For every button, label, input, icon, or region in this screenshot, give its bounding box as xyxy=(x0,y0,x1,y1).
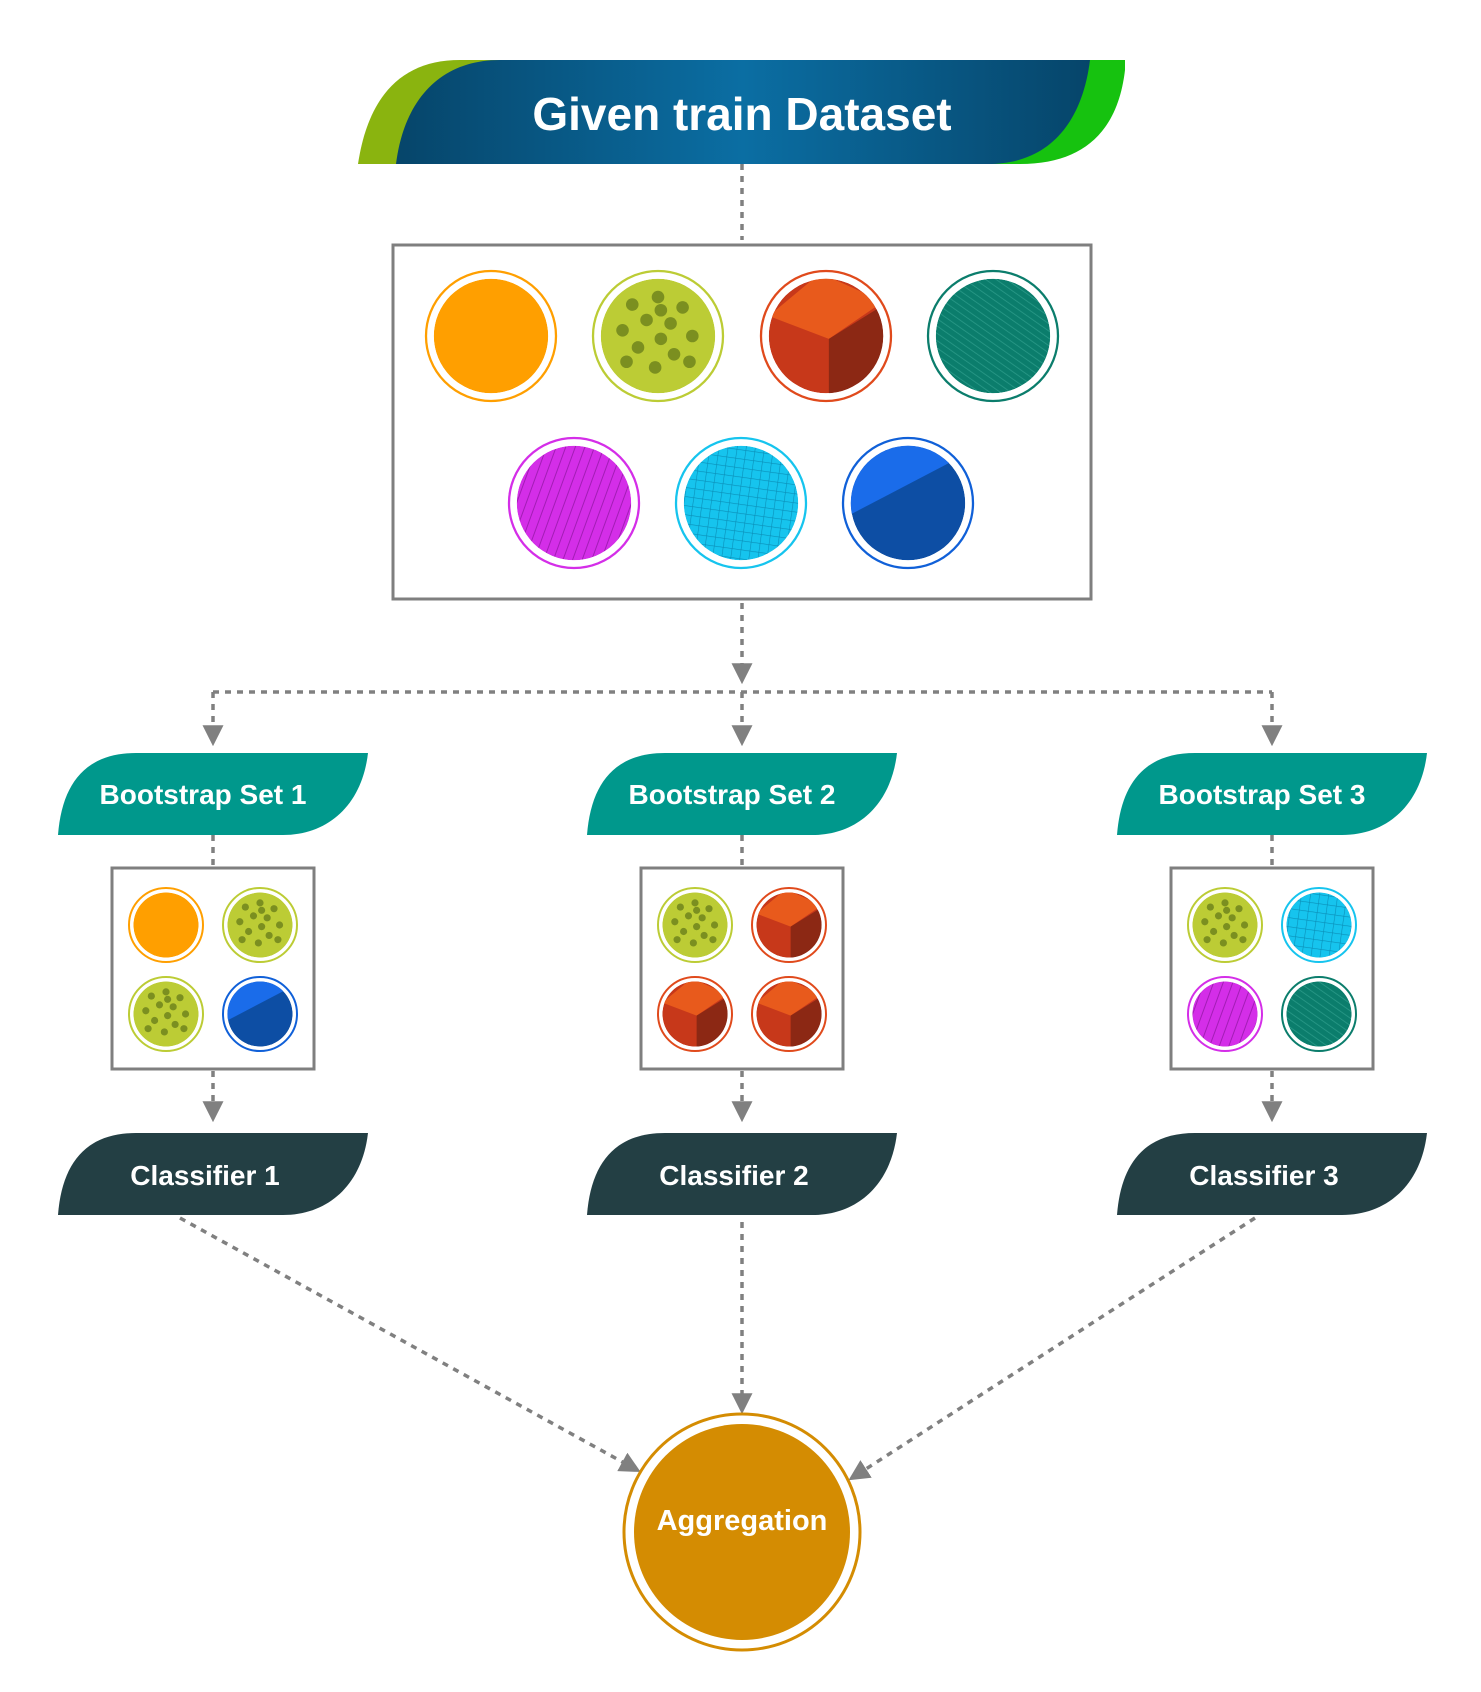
bootstrap-column-3: Bootstrap Set 3 Classifier 3 xyxy=(1117,753,1427,1215)
bootstrap-column-1: Bootstrap Set 1 Classifier 1 xyxy=(58,753,368,1215)
bootstrap-label-shape xyxy=(58,753,368,835)
item-orange xyxy=(128,887,204,963)
item-red-cube xyxy=(759,269,893,403)
item-magenta-hatch xyxy=(507,436,641,570)
dataset-items xyxy=(424,269,1060,570)
bootstrap-label: Bootstrap Set 3 xyxy=(1159,779,1366,810)
item-blue-split xyxy=(222,976,298,1052)
item-magenta-hatch xyxy=(1187,976,1263,1052)
bootstrap-label: Bootstrap Set 1 xyxy=(100,779,307,810)
item-red-cube xyxy=(657,976,733,1052)
item-red-cube xyxy=(751,887,827,963)
classifier-shape xyxy=(58,1133,368,1215)
item-teal-hatch xyxy=(1281,976,1357,1052)
classifier-label: Classifier 2 xyxy=(659,1160,808,1191)
title-banner: Given train Dataset xyxy=(358,60,1125,164)
item-cyan-grid xyxy=(1281,887,1357,963)
item-lime-dots xyxy=(1187,887,1263,963)
classifier-shape xyxy=(1117,1133,1427,1215)
connectors xyxy=(179,164,1283,1481)
connector-line xyxy=(848,1216,1256,1481)
item-red-cube xyxy=(751,976,827,1052)
aggregation-circle xyxy=(634,1424,850,1640)
bootstrap-label-shape xyxy=(587,753,897,835)
page-title: Given train Dataset xyxy=(532,88,951,140)
title-banner-shape xyxy=(396,60,1090,164)
classifier-shape xyxy=(587,1133,897,1215)
item-cyan-grid xyxy=(674,436,808,570)
aggregation-label: Aggregation xyxy=(657,1505,828,1537)
connector-line xyxy=(179,1216,641,1473)
item-lime-dots xyxy=(657,887,733,963)
item-lime-dots xyxy=(591,269,725,403)
classifier-label: Classifier 1 xyxy=(130,1160,279,1191)
aggregation-node: Aggregation xyxy=(622,1412,862,1652)
item-lime-dots xyxy=(128,976,204,1052)
item-orange xyxy=(424,269,558,403)
classifier-label: Classifier 3 xyxy=(1189,1160,1338,1191)
bootstrap-column-2: Bootstrap Set 2 Classifier 2 xyxy=(587,753,897,1215)
item-teal-hatch xyxy=(926,269,1060,403)
item-blue-split xyxy=(841,436,975,570)
bootstrap-label: Bootstrap Set 2 xyxy=(629,779,836,810)
item-lime-dots xyxy=(222,887,298,963)
bootstrap-label-shape xyxy=(1117,753,1427,835)
